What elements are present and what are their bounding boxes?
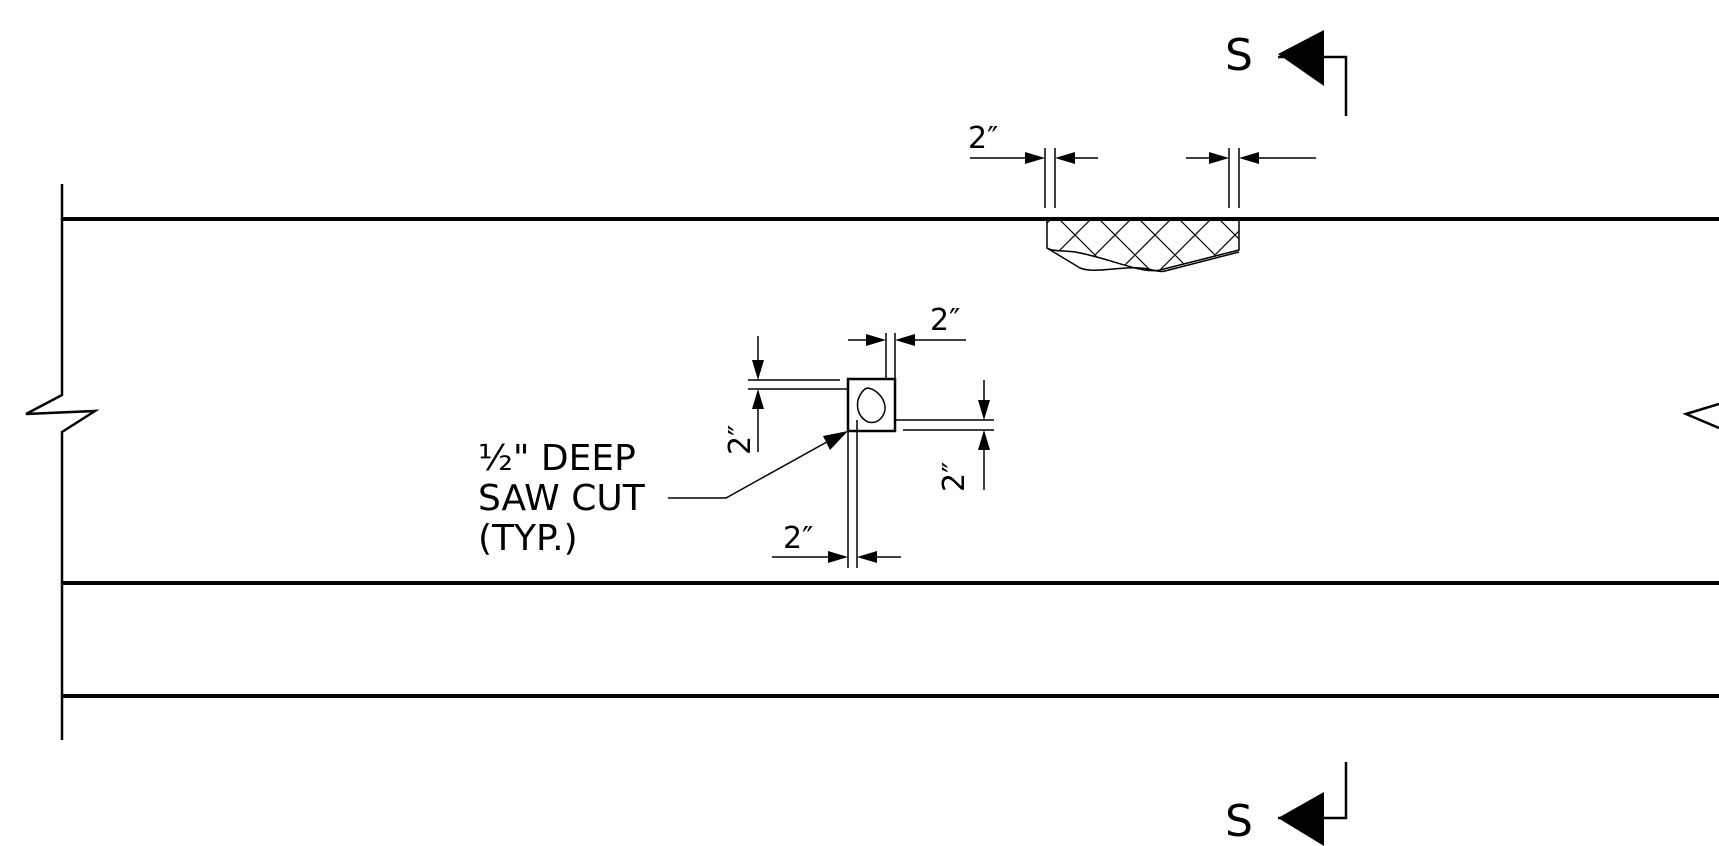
- right-break-line: [1682, 402, 1719, 430]
- dim-patch-right-vertical: 2″: [895, 380, 994, 492]
- callout-leader: [668, 437, 835, 499]
- dim-arrow-icon: [752, 389, 764, 409]
- dim-top-repair: 2″: [968, 121, 1316, 208]
- saw-cut-patch: [846, 377, 897, 433]
- dim-arrow-icon: [1239, 152, 1259, 164]
- dim-patch-bottom: 2″: [772, 420, 901, 568]
- edge-repair-area: [1046, 221, 1240, 273]
- dim-arrow-icon: [857, 551, 877, 563]
- dim-arrow-icon: [1025, 152, 1045, 164]
- dim-top-repair-left-label: 2″: [968, 121, 998, 156]
- dim-patch-bottom-label: 2″: [783, 521, 813, 556]
- dim-arrow-icon: [752, 360, 764, 380]
- dim-patch-left-vertical-label: 2″: [723, 425, 758, 455]
- saw-cut-callout: ½" DEEP SAW CUT (TYP.): [478, 431, 848, 559]
- dim-arrow-icon: [978, 400, 990, 420]
- section-marker-top: S: [1225, 30, 1348, 116]
- dim-arrow-icon: [895, 334, 915, 346]
- callout-line-2: SAW CUT: [478, 478, 646, 519]
- dim-arrow-icon: [828, 551, 848, 563]
- dim-arrow-icon: [866, 334, 886, 346]
- callout-line-3: (TYP.): [478, 518, 578, 559]
- dim-arrow-icon: [1209, 152, 1229, 164]
- spall-icon: [856, 387, 886, 424]
- slab-outline: [62, 217, 1719, 698]
- saw-cut-outline: [846, 377, 897, 433]
- left-break-line: [25, 184, 100, 740]
- repair-hatch: [1047, 221, 1239, 271]
- dim-arrow-icon: [978, 430, 990, 450]
- dim-arrow-icon: [1055, 152, 1075, 164]
- callout-arrow-icon: [823, 431, 848, 450]
- dim-patch-top: 2″: [848, 303, 966, 379]
- dim-patch-top-label: 2″: [930, 303, 960, 338]
- section-marker-bottom: S: [1225, 762, 1348, 846]
- section-marker-bottom-letter: S: [1225, 796, 1253, 846]
- callout-line-1: ½" DEEP: [478, 438, 636, 479]
- section-marker-top-letter: S: [1225, 30, 1253, 81]
- dim-patch-right-vertical-label: 2″: [937, 462, 972, 492]
- dim-patch-left-vertical: 2″: [723, 336, 848, 455]
